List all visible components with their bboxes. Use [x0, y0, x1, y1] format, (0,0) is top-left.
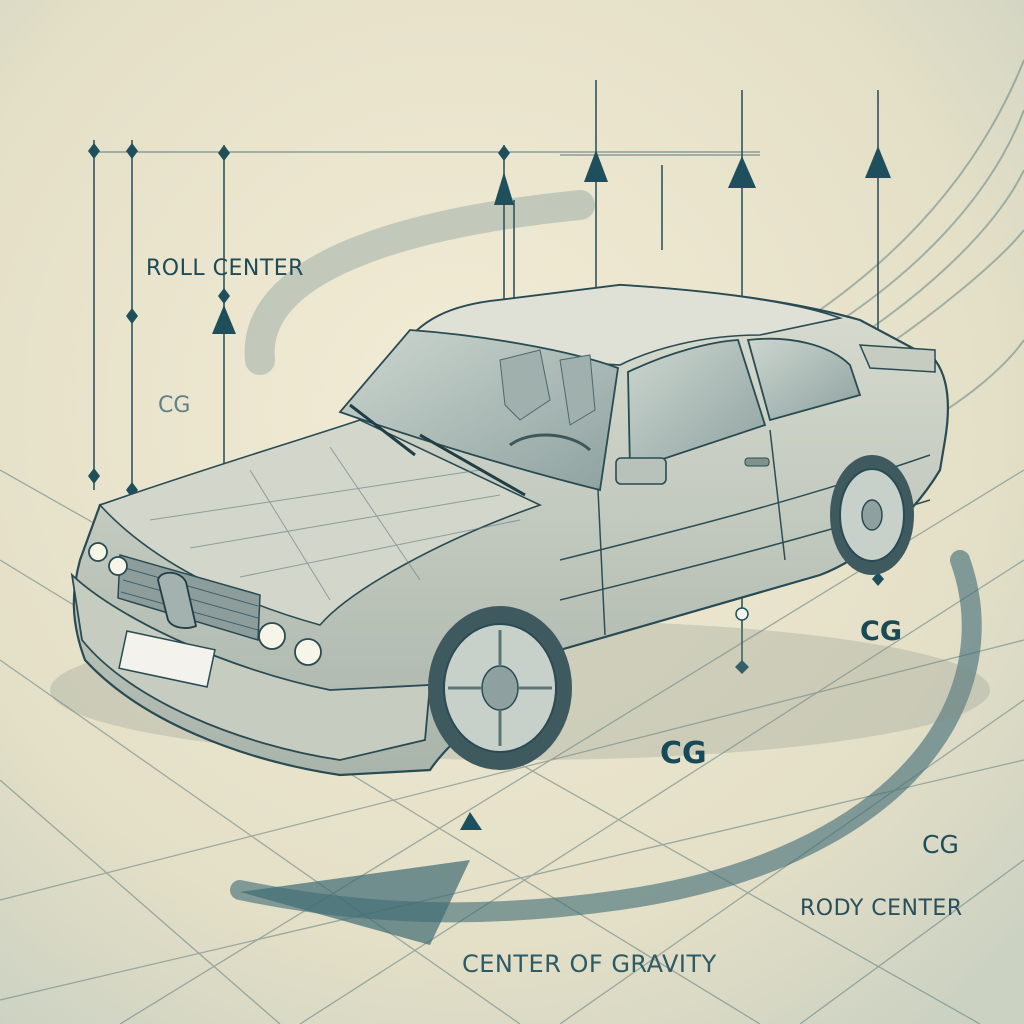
center-of-gravity-label: CENTER OF GRAVITY — [462, 950, 717, 978]
rear-side-window — [746, 337, 862, 422]
roll-center-label: ROLL CENTER — [146, 256, 304, 281]
cg-label-right: CG — [860, 616, 902, 647]
rear-wheel — [830, 455, 914, 575]
wiper-blades — [349, 403, 526, 497]
cg-label-mid: CG — [660, 736, 707, 771]
car-windshield — [338, 329, 619, 492]
kidney-grille — [157, 571, 198, 629]
front-side-window — [627, 339, 767, 472]
front-wheel — [428, 606, 572, 770]
side-mirror — [615, 457, 667, 485]
hood-panel-lines — [149, 446, 521, 601]
cg-label-left: CG — [158, 393, 191, 418]
curved-motion-arrow-icon — [230, 190, 982, 945]
steering-wheel — [509, 433, 592, 452]
car — [50, 283, 990, 777]
rear-spoiler — [858, 344, 936, 373]
body-center-label: RODY CENTER — [800, 896, 963, 921]
cg-label-lower: CG — [922, 830, 959, 859]
front-bumper — [70, 572, 431, 761]
dimension-guides — [95, 151, 760, 156]
upward-arrowhead-icon — [212, 146, 891, 334]
car-seats — [499, 349, 596, 426]
headlights — [88, 542, 322, 666]
door-handle — [744, 457, 770, 467]
license-plate — [118, 630, 216, 688]
